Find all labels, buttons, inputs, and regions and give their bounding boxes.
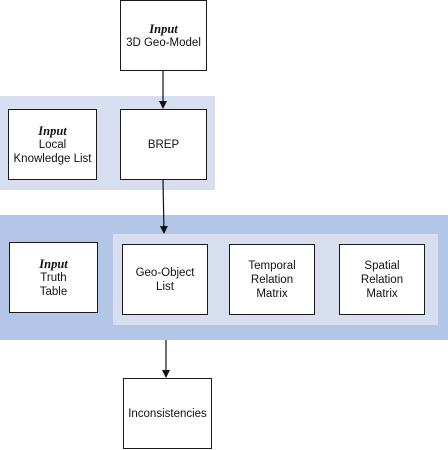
inconsistencies-label: Inconsistencies <box>128 407 207 420</box>
spatial-label-line-3: Matrix <box>366 287 398 300</box>
spatial-label-line-2: Relation <box>360 273 404 286</box>
input-truth-table-box: Input Truth Table <box>9 242 98 313</box>
temporal-relation-matrix-box: Temporal Relation Matrix <box>229 244 315 315</box>
inconsistencies-box: Inconsistencies <box>123 378 212 449</box>
spatial-relation-matrix-box: Spatial Relation Matrix <box>339 244 425 315</box>
local-knowledge-label-line-2: Knowledge List <box>13 152 92 165</box>
geo-object-label-line-2: List <box>156 280 174 293</box>
truth-table-label-line-2: Table <box>39 285 68 298</box>
temporal-label-line-3: Matrix <box>256 287 288 300</box>
input-local-knowledge-list-box: Input Local Knowledge List <box>8 109 97 180</box>
input-tag: Input <box>38 123 67 138</box>
brep-box: BREP <box>120 109 207 180</box>
geo-object-list-box: Geo-Object List <box>122 244 208 315</box>
brep-label: BREP <box>147 138 180 151</box>
temporal-label-line-1: Temporal <box>248 259 296 272</box>
temporal-label-line-2: Relation <box>250 273 294 286</box>
truth-table-label-line-1: Truth <box>40 271 67 284</box>
spatial-label-line-1: Spatial <box>364 259 400 272</box>
geo-object-label-line-1: Geo-Object <box>135 266 195 279</box>
input-tag: Input <box>39 256 68 271</box>
arrow-brep-to-analysis <box>159 179 168 234</box>
input-3d-geo-model-box: Input 3D Geo-Model <box>120 0 207 71</box>
local-knowledge-label-line-1: Local <box>38 138 67 151</box>
geo-model-label: 3D Geo-Model <box>126 36 201 49</box>
input-tag: Input <box>149 21 178 36</box>
